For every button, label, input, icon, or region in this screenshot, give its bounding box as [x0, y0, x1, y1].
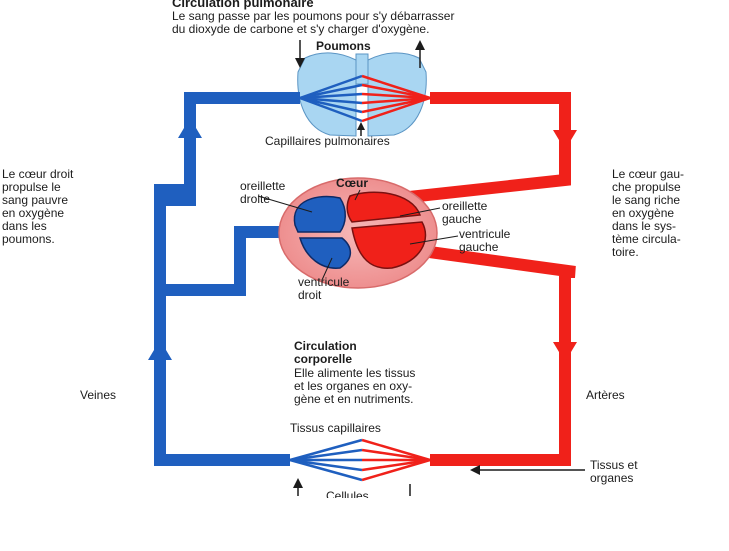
- pulmonary-capillaries-red: [361, 74, 431, 123]
- left-atrium-chamber: [346, 191, 422, 223]
- leader-heart: [354, 189, 361, 201]
- tissues-pointer-head: [470, 465, 480, 475]
- pulmonary-vein-red: [399, 92, 571, 204]
- pulmonary-title: Circulation pulmonaire: [172, 0, 314, 10]
- arteries-label: Artères: [586, 388, 625, 402]
- left-atrium-label: oreillette gauche: [442, 199, 488, 226]
- arrow-down-arteries: [553, 342, 577, 362]
- pulmonary-description: Le sang passe par les poumons pour s'y d…: [172, 9, 455, 36]
- leader-left-atrium: [399, 207, 441, 217]
- tissue-capillaries-blue: [289, 438, 363, 482]
- lungs-label: Poumons: [316, 39, 371, 53]
- heart-label: Cœur: [336, 176, 368, 190]
- right-ventricle-label: ventricule droit: [298, 275, 350, 302]
- cells-arrow-in-head: [293, 478, 303, 488]
- left-heart-note: Le cœur gau- che propulse le sang riche …: [612, 167, 685, 259]
- tissue-capillaries-label: Tissus capillaires: [290, 421, 381, 435]
- systemic-title: Circulation corporelle: [294, 339, 357, 366]
- right-atrium-label: oreillette droite: [240, 179, 286, 206]
- pulmonary-capillaries-label: Capillaires pulmonaires: [265, 134, 390, 148]
- pulmonary-capillaries-blue: [299, 74, 363, 123]
- right-heart-note: Le cœur droit propulse le sang pauvre en…: [2, 167, 74, 246]
- vena-cava: [154, 226, 312, 466]
- systemic-description: Elle alimente les tissus et les organes …: [294, 366, 416, 406]
- tissues-organs-label: Tissus et organes: [590, 458, 638, 485]
- leader-left-ventricle: [409, 235, 459, 245]
- cells-label: Cellules: [326, 490, 369, 498]
- right-ventricle-chamber: [298, 237, 352, 269]
- tissue-capillaries-red: [361, 438, 431, 482]
- pulmonary-loop: [160, 40, 577, 206]
- left-ventricle-label: ventricule gauche: [459, 227, 511, 254]
- blue-upper-connector: [154, 184, 190, 290]
- leader-right-ventricle: [321, 257, 333, 281]
- arrow-up-pulmonary: [178, 118, 202, 138]
- arrow-down-pulmonary: [553, 130, 577, 150]
- heart-shape: [257, 177, 459, 289]
- systemic-loop: [148, 184, 585, 496]
- right-atrium-chamber: [293, 195, 346, 233]
- capillary-arrow-head: [357, 122, 365, 130]
- lung-arrow-out-head: [415, 40, 425, 50]
- left-ventricle-chamber: [351, 221, 427, 269]
- aorta: [414, 244, 576, 466]
- leader-right-atrium: [257, 195, 313, 213]
- lung-arrow-in-head: [295, 58, 305, 68]
- veins-label: Veines: [80, 388, 117, 402]
- trachea: [355, 53, 369, 85]
- pulmonary-artery-blue: [160, 92, 300, 206]
- arrow-up-veins: [148, 340, 172, 360]
